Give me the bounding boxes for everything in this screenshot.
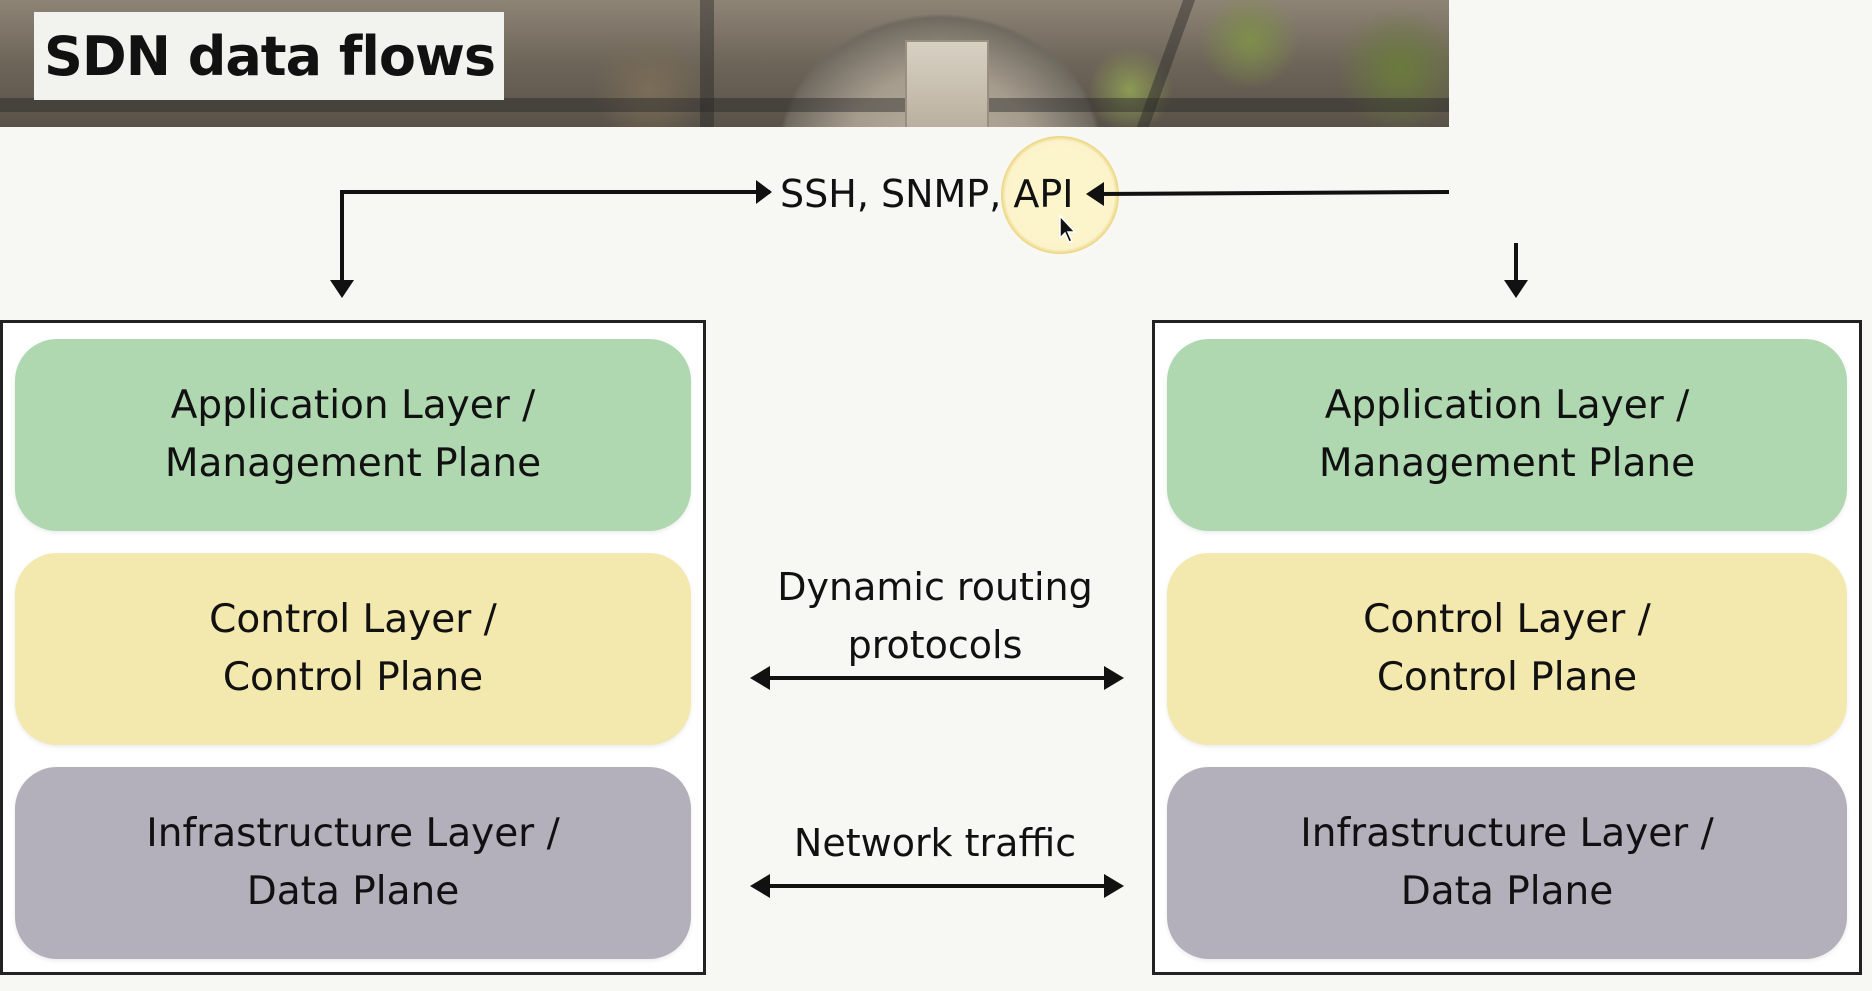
arrowhead bbox=[1504, 280, 1528, 298]
banner-road bbox=[0, 98, 1449, 112]
arrowhead bbox=[750, 874, 770, 898]
layer-label: Control Layer / Control Plane bbox=[209, 597, 497, 700]
left-control-layer: Control Layer / Control Plane bbox=[15, 553, 691, 745]
arrowhead bbox=[750, 666, 770, 690]
arrow-left-to-stack bbox=[340, 190, 770, 295]
layer-label: Infrastructure Layer / Data Plane bbox=[146, 811, 560, 914]
protocol-label: SSH, SNMP, API bbox=[780, 172, 1074, 216]
arrow-right-to-label bbox=[1097, 190, 1450, 196]
page-title: SDN data flows bbox=[44, 24, 496, 88]
mouse-pointer-icon bbox=[1059, 214, 1077, 243]
layer-label: Control Layer / Control Plane bbox=[1363, 597, 1651, 700]
right-infrastructure-layer: Infrastructure Layer / Data Plane bbox=[1167, 767, 1847, 959]
arrowhead bbox=[1104, 874, 1124, 898]
arrowhead bbox=[1104, 666, 1124, 690]
banner-road bbox=[700, 0, 714, 127]
right-sdn-stack: Application Layer / Management Plane Con… bbox=[1152, 320, 1862, 975]
right-application-layer: Application Layer / Management Plane bbox=[1167, 339, 1847, 531]
left-sdn-stack: Application Layer / Management Plane Con… bbox=[0, 320, 706, 975]
left-infrastructure-layer: Infrastructure Layer / Data Plane bbox=[15, 767, 691, 959]
title-box: SDN data flows bbox=[34, 12, 504, 100]
arrowhead bbox=[756, 180, 772, 204]
layer-label: Application Layer / Management Plane bbox=[1318, 383, 1696, 486]
layer-label: Application Layer / Management Plane bbox=[164, 383, 542, 486]
header-banner-image: SDN data flows bbox=[0, 0, 1449, 127]
banner-monument bbox=[905, 40, 989, 127]
left-application-layer: Application Layer / Management Plane bbox=[15, 339, 691, 531]
traffic-label: Network traffic bbox=[793, 821, 1077, 865]
routing-label: Dynamic routing protocols bbox=[777, 565, 1093, 667]
layer-label: Infrastructure Layer / Data Plane bbox=[1300, 811, 1714, 914]
arrowhead bbox=[330, 280, 354, 298]
right-control-layer: Control Layer / Control Plane bbox=[1167, 553, 1847, 745]
